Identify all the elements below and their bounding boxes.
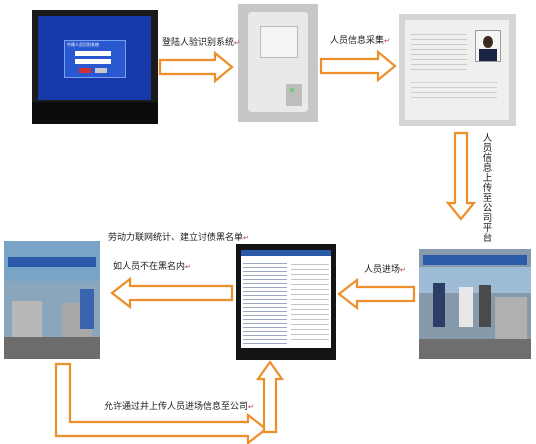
login-screen-photo: 中建人员识别系统 (32, 10, 158, 124)
login-dialog-title: 中建人员识别系统 (67, 42, 99, 47)
personnel-entry-photo (419, 249, 531, 359)
username-field[interactable] (75, 51, 111, 56)
id-reader-photo (238, 4, 318, 122)
password-field[interactable] (75, 59, 111, 64)
worker-figure (80, 289, 94, 329)
reader-slot (260, 26, 298, 58)
bottom-text-lines (411, 78, 497, 98)
arrow-reader-to-info (319, 49, 397, 83)
arrow-bottom-return (54, 362, 268, 444)
form-lines (411, 30, 467, 70)
login-button[interactable] (79, 68, 91, 73)
arrow-info-down (445, 131, 477, 221)
entry-worker-2 (459, 287, 473, 327)
laptop-bezel (32, 102, 158, 124)
label-blacklist-1: 劳动力联网统计、建立讨债黑名单↵ (108, 233, 249, 243)
entry-sign (423, 255, 527, 265)
label-upload: 人员信息上传至公司平台 (482, 133, 493, 244)
label-blacklist-2: 如人员不在黑名内↵ (113, 262, 191, 272)
entry-ground (419, 339, 531, 359)
cancel-button[interactable] (95, 68, 107, 73)
label-login: 登陆人验识别系统↵ (162, 38, 240, 48)
table-panel (291, 260, 329, 344)
label-collect: 人员信息采集↵ (330, 36, 390, 46)
gate-ground (4, 337, 100, 359)
tree-panel (243, 260, 287, 344)
label-allow: 允许通过并上传人员进场信息至公司↵ (104, 402, 254, 412)
arrow-login-to-reader (158, 50, 234, 84)
gate-pass-photo (4, 241, 100, 359)
arrow-up-to-monitor (255, 360, 285, 434)
person-suit-icon (479, 49, 497, 61)
entry-worker-3 (479, 285, 491, 327)
arrow-monitor-to-gate (110, 276, 234, 310)
personnel-info-photo (399, 14, 516, 126)
reader-led-icon (290, 88, 294, 92)
person-head-icon (483, 36, 493, 48)
arrow-entry-to-monitor (337, 277, 416, 311)
login-dialog: 中建人员识别系统 (64, 40, 126, 78)
entry-worker-1 (433, 283, 445, 327)
login-screen: 中建人员识别系统 (38, 16, 151, 100)
gate-sign (8, 257, 96, 267)
entry-turnstile (495, 297, 527, 345)
person-photo (475, 30, 501, 62)
system-monitor-photo: 人员实名制管理系统 (236, 244, 336, 360)
system-screen: 人员实名制管理系统 (241, 250, 331, 348)
label-enter: 人员进场↵ (364, 265, 406, 275)
